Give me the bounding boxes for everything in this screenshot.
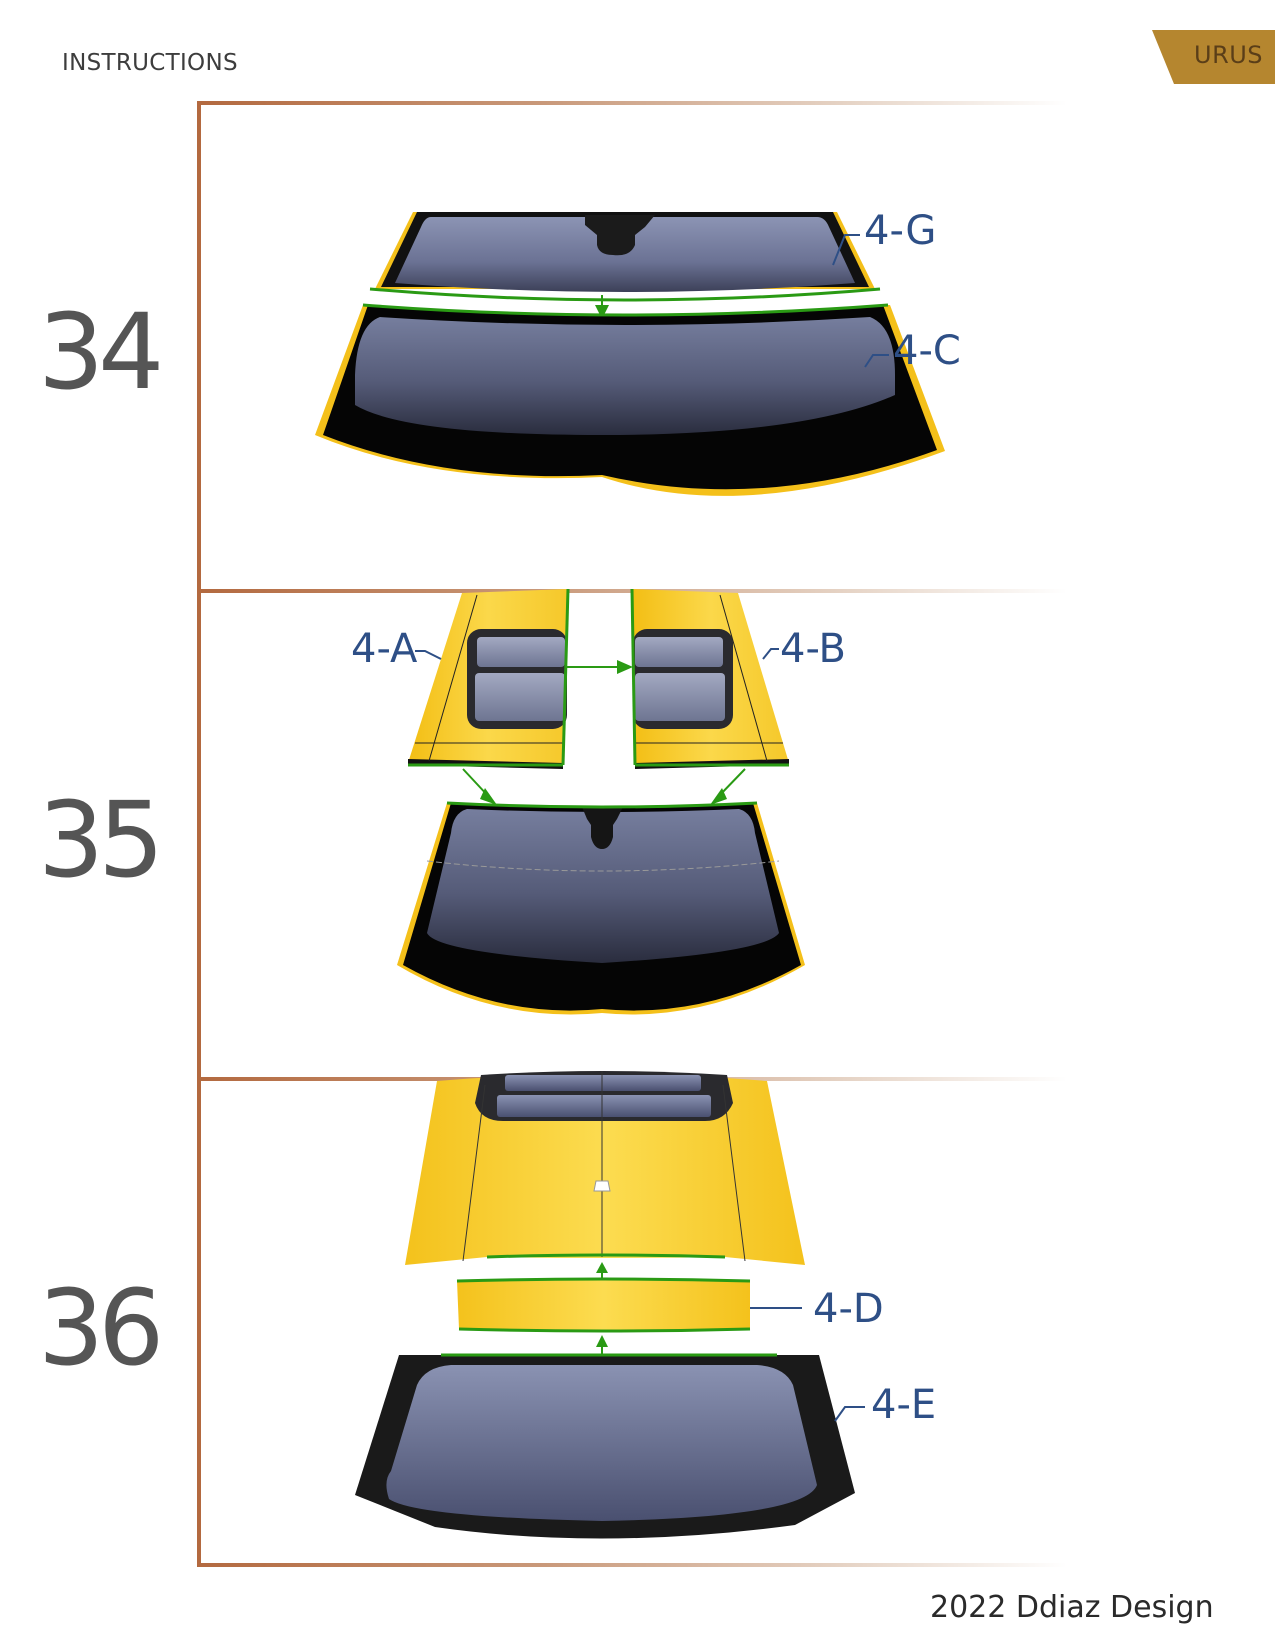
step-number-34: 34 [38,291,164,413]
step-number-35: 35 [38,779,164,901]
model-badge: URUS [1152,30,1275,84]
part-windshield-assembled [397,801,805,1015]
callout-label-4b: 4-B [780,626,846,672]
arrow-up-icon [596,1262,608,1279]
page-section-title: INSTRUCTIONS [62,50,238,76]
callout-leader-4b [762,648,779,660]
arrow-down-left-icon [462,768,497,805]
callout-leader-4a [415,650,442,660]
step-35-panel: 4-A 4-B [205,588,1065,1077]
frame-vertical-line [197,101,201,1567]
part-4b-roof-right [630,588,789,769]
part-4a-roof-left [408,588,570,769]
callout-leader-4c [864,354,889,368]
badge-shape [1152,30,1275,84]
step-34-panel: 4-G 4-C [205,105,1065,589]
frame-divider-top [197,101,1067,105]
callout-leader-4e [834,1406,865,1422]
part-roof-assembled [405,1071,805,1265]
step-number-36: 36 [38,1267,164,1389]
part-4d-roof-strip [456,1277,751,1333]
frame-divider-bottom [197,1563,1067,1567]
arrow-down-icon [595,295,609,319]
arrow-down-right-icon [710,768,746,805]
callout-label-4c: 4-C [893,328,961,374]
callout-leader-4g [832,234,860,266]
step-36-panel: 4-D 4-E [205,1071,1065,1565]
footer-credit: 2022 Ddiaz Design [930,1590,1214,1625]
part-4g-windshield-strip [369,212,881,302]
callout-label-4g: 4-G [864,208,937,254]
arrow-right-icon [567,660,633,674]
part-4e-rear-window [355,1353,855,1539]
callout-label-4d: 4-D [813,1286,884,1332]
arrow-up-icon [596,1335,608,1355]
part-4c-windshield-lower [315,303,945,496]
callout-label-4a: 4-A [351,626,418,672]
model-badge-label: URUS [1194,41,1264,69]
callout-label-4e: 4-E [871,1382,937,1428]
